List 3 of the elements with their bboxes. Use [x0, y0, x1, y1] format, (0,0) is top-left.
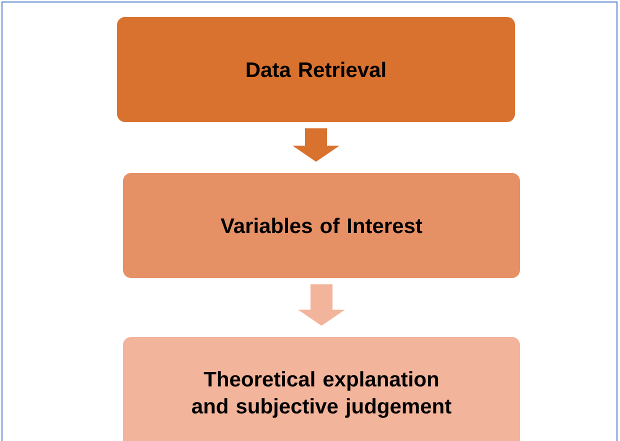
process-box: Theoretical explanation and subjective judgement	[123, 337, 520, 441]
process-box: Data Retrieval	[117, 17, 515, 122]
process-box: Variables of Interest	[123, 173, 520, 278]
